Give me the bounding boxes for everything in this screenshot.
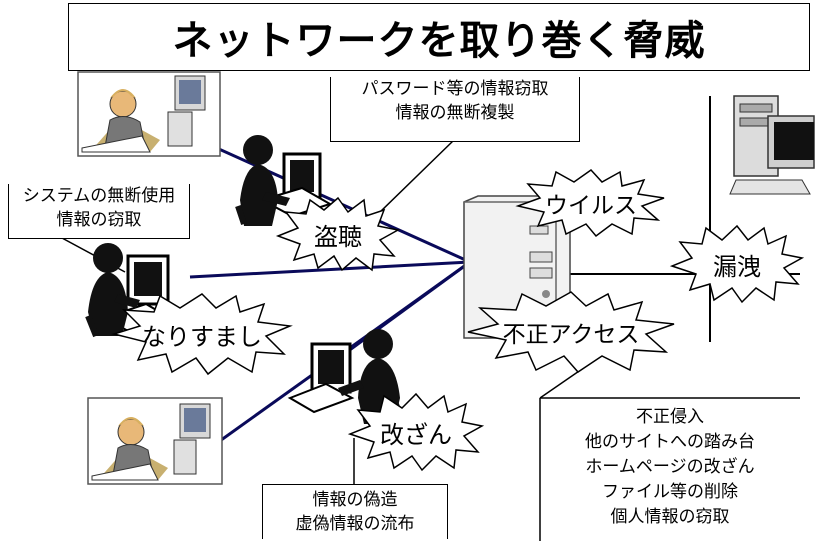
- callout-line: 個人情報の窃取: [610, 507, 730, 527]
- threat-burst-virus: ウイルス: [515, 168, 666, 238]
- burst-shape: [467, 291, 675, 373]
- threat-label-spoofing: なりすまし: [142, 322, 262, 351]
- callout-line: 他のサイトへの踏み台: [585, 432, 755, 452]
- callout-line: ホームページの改ざん: [585, 457, 755, 477]
- callout-password-theft: パスワード等の情報窃取 情報の無断複製: [330, 77, 580, 142]
- callout-line: システムの無断使用: [22, 186, 176, 206]
- callout-line: 情報の窃取: [56, 210, 142, 230]
- threat-burst-unauthorized-access: 不正アクセス: [466, 290, 676, 374]
- pointer-password-theft: [379, 139, 455, 213]
- burst-shape: [669, 224, 805, 304]
- burst-shape: [515, 169, 665, 238]
- burst-shape: [275, 196, 401, 272]
- threat-label-unauthorized-access: 不正アクセス: [502, 322, 640, 348]
- callout-line: 不正侵入: [636, 407, 704, 427]
- threat-burst-spoofing: なりすまし: [111, 292, 293, 376]
- callout-line: ファイル等の削除: [602, 482, 738, 502]
- burst-shape: [111, 293, 293, 376]
- threat-label-tampering: 改ざん: [380, 420, 452, 449]
- tamperer-illustration: [287, 329, 405, 425]
- callout-line: パスワード等の情報窃取: [361, 79, 549, 99]
- workstation-illustration: [729, 95, 815, 195]
- cable-spoofer: [189, 260, 471, 279]
- server-illustration: [463, 195, 571, 339]
- threat-label-eavesdrop: 盗聴: [314, 222, 362, 251]
- callout-line: 情報の無断複製: [395, 103, 515, 123]
- office-worker-top-illustration: [77, 71, 221, 157]
- threat-label-leak: 漏洩: [713, 252, 761, 281]
- threat-burst-tampering: 改ざん: [347, 392, 485, 472]
- page-title: ネットワークを取り巻く脅威: [68, 3, 810, 71]
- threat-label-virus: ウイルス: [545, 193, 637, 219]
- office-worker-bottom-illustration: [87, 397, 223, 485]
- threat-burst-leak: 漏洩: [669, 224, 805, 304]
- burst-shape: [347, 392, 485, 472]
- callout-line: 情報の偽造: [312, 490, 398, 510]
- callout-line: 虚偽情報の流布: [295, 514, 415, 534]
- callout-intrusion: 不正侵入 他のサイトへの踏み台 ホームページの改ざん ファイル等の削除 個人情報…: [542, 399, 798, 539]
- callout-forgery: 情報の偽造 虚偽情報の流布: [262, 484, 448, 539]
- threat-burst-eavesdrop: 盗聴: [275, 196, 401, 272]
- callout-system-use: システムの無断使用 情報の窃取: [8, 184, 190, 239]
